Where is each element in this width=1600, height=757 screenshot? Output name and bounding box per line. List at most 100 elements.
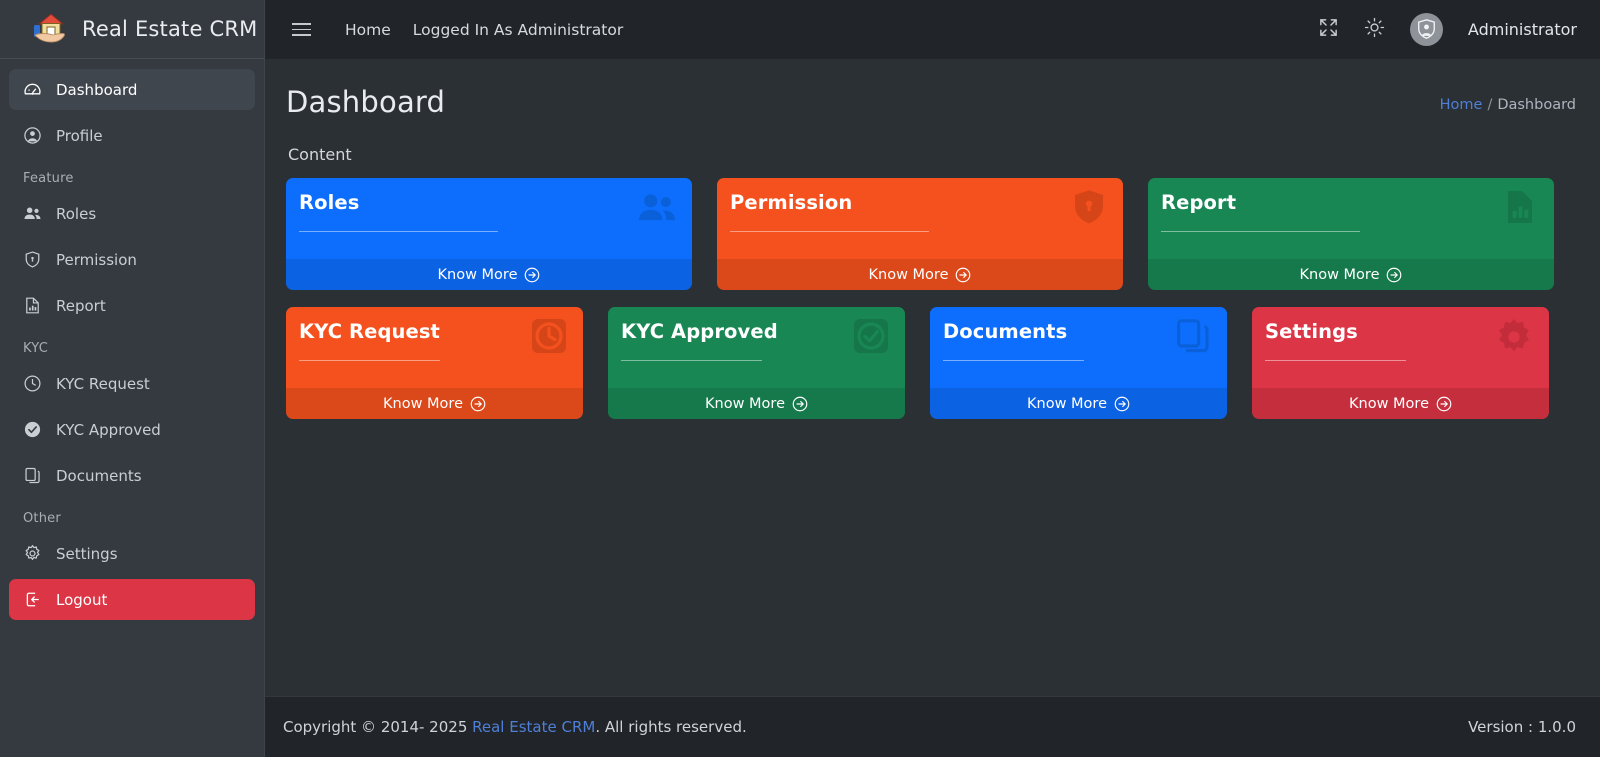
sidebar-section-feature: Feature (23, 171, 74, 186)
footer-copyright-prefix: Copyright © 2014- 2025 (283, 718, 473, 736)
card-title: Report (1161, 191, 1237, 214)
footer-copyright: Copyright © 2014- 2025 Real Estate CRM. … (283, 718, 747, 736)
card-roles[interactable]: Roles Know More (286, 178, 692, 290)
sidebar-item-label: Documents (56, 466, 142, 485)
know-more-label: Know More (705, 395, 785, 412)
card-know-more-button[interactable]: Know More (930, 388, 1227, 419)
user-circle-icon (23, 126, 42, 145)
fullscreen-expand-icon[interactable] (1318, 17, 1339, 42)
avatar[interactable] (1409, 13, 1443, 46)
card-know-more-button[interactable]: Know More (286, 259, 692, 290)
card-permission[interactable]: Permission Know More (717, 178, 1123, 290)
sidebar-item-logout[interactable]: Logout (9, 579, 255, 620)
card-know-more-button[interactable]: Know More (717, 259, 1123, 290)
sidebar-item-label: Report (56, 296, 106, 315)
breadcrumb: Home/Dashboard (1440, 97, 1576, 119)
sidebar-item-kyc-request[interactable]: KYC Request (9, 363, 255, 404)
know-more-label: Know More (437, 266, 518, 283)
sidebar-item-label: KYC Approved (56, 420, 161, 439)
topbar-right-group: Administrator (1318, 13, 1577, 46)
footer: Copyright © 2014- 2025 Real Estate CRM. … (265, 696, 1600, 757)
card-title: KYC Request (299, 320, 440, 343)
arrow-right-circle-icon (470, 396, 486, 412)
clock-icon (23, 374, 42, 393)
report-chart-icon (1500, 187, 1540, 227)
sidebar-item-dashboard[interactable]: Dashboard (9, 69, 255, 110)
breadcrumb-current: Dashboard (1497, 97, 1576, 113)
page-title: Dashboard (286, 85, 446, 119)
know-more-label: Know More (1349, 395, 1429, 412)
arrow-right-circle-icon (792, 396, 808, 412)
card-documents[interactable]: Documents Know More (930, 307, 1227, 419)
card-know-more-button[interactable]: Know More (286, 388, 583, 419)
sidebar-item-label: Settings (56, 544, 118, 563)
footer-version: Version : 1.0.0 (1468, 718, 1576, 736)
card-settings[interactable]: Settings Know More (1252, 307, 1549, 419)
card-title: Settings (1265, 320, 1358, 343)
card-body: Documents (930, 307, 1227, 388)
topbar-user-name[interactable]: Administrator (1467, 20, 1577, 39)
house-in-hand-logo-icon (31, 11, 71, 47)
check-circle-icon (851, 316, 891, 356)
main-area: Home Logged In As Administrator (265, 0, 1600, 757)
card-row-2: KYC Request Know More (286, 307, 1576, 419)
gear-icon (1493, 316, 1535, 358)
content-area: Dashboard Home/Dashboard Content Roles (265, 59, 1600, 696)
sidebar-item-permission[interactable]: Permission (9, 239, 255, 280)
card-title: Permission (730, 191, 853, 214)
card-body: Report (1148, 178, 1554, 259)
sidebar-item-kyc-approved[interactable]: KYC Approved (9, 409, 255, 450)
sidebar-item-label: Logout (56, 590, 108, 609)
sidebar-item-settings[interactable]: Settings (9, 533, 255, 574)
sidebar-item-profile[interactable]: Profile (9, 115, 255, 156)
page-head: Dashboard Home/Dashboard (286, 85, 1576, 119)
sidebar-item-label: Dashboard (56, 80, 138, 99)
arrow-right-circle-icon (1436, 396, 1452, 412)
card-kyc-approved[interactable]: KYC Approved Know More (608, 307, 905, 419)
know-more-label: Know More (383, 395, 463, 412)
card-know-more-button[interactable]: Know More (1252, 388, 1549, 419)
card-title: KYC Approved (621, 320, 778, 343)
know-more-label: Know More (1299, 266, 1380, 283)
know-more-label: Know More (868, 266, 949, 283)
sidebar-item-documents[interactable]: Documents (9, 455, 255, 496)
card-title: Roles (299, 191, 360, 214)
people-icon (23, 204, 42, 223)
topbar-home-link[interactable]: Home (345, 20, 391, 39)
sidebar-item-roles[interactable]: Roles (9, 193, 255, 234)
sidebar-item-label: Profile (56, 126, 103, 145)
card-body: KYC Approved (608, 307, 905, 388)
sun-icon[interactable] (1364, 17, 1385, 42)
brand-title: Real Estate CRM (82, 17, 258, 41)
breadcrumb-separator: / (1487, 97, 1493, 113)
brand[interactable]: Real Estate CRM (0, 0, 264, 59)
breadcrumb-home-link[interactable]: Home (1439, 97, 1483, 113)
card-know-more-button[interactable]: Know More (608, 388, 905, 419)
arrow-right-circle-icon (955, 267, 971, 283)
hamburger-icon[interactable] (279, 23, 323, 36)
card-report[interactable]: Report Know More (1148, 178, 1554, 290)
sidebar-item-report[interactable]: Report (9, 285, 255, 326)
card-divider (621, 360, 762, 361)
content-section-label: Content (288, 145, 352, 164)
card-divider (1161, 231, 1360, 232)
topbar-logged-in-label[interactable]: Logged In As Administrator (412, 20, 624, 39)
topbar: Home Logged In As Administrator (265, 0, 1600, 59)
sidebar-item-label: KYC Request (56, 374, 150, 393)
card-body: KYC Request (286, 307, 583, 388)
shield-lock-icon (23, 250, 42, 269)
people-icon (636, 187, 678, 229)
card-body: Permission (717, 178, 1123, 259)
documents-icon (1173, 316, 1213, 356)
sidebar-item-label: Roles (56, 204, 97, 223)
card-body: Settings (1252, 307, 1549, 388)
card-body: Roles (286, 178, 692, 259)
footer-brand-link[interactable]: Real Estate CRM (472, 718, 596, 736)
card-title: Documents (943, 320, 1068, 343)
sidebar: Real Estate CRM Dashboard (0, 0, 265, 757)
card-know-more-button[interactable]: Know More (1148, 259, 1554, 290)
shield-lock-icon (1069, 187, 1109, 227)
card-divider (299, 231, 498, 232)
card-kyc-request[interactable]: KYC Request Know More (286, 307, 583, 419)
